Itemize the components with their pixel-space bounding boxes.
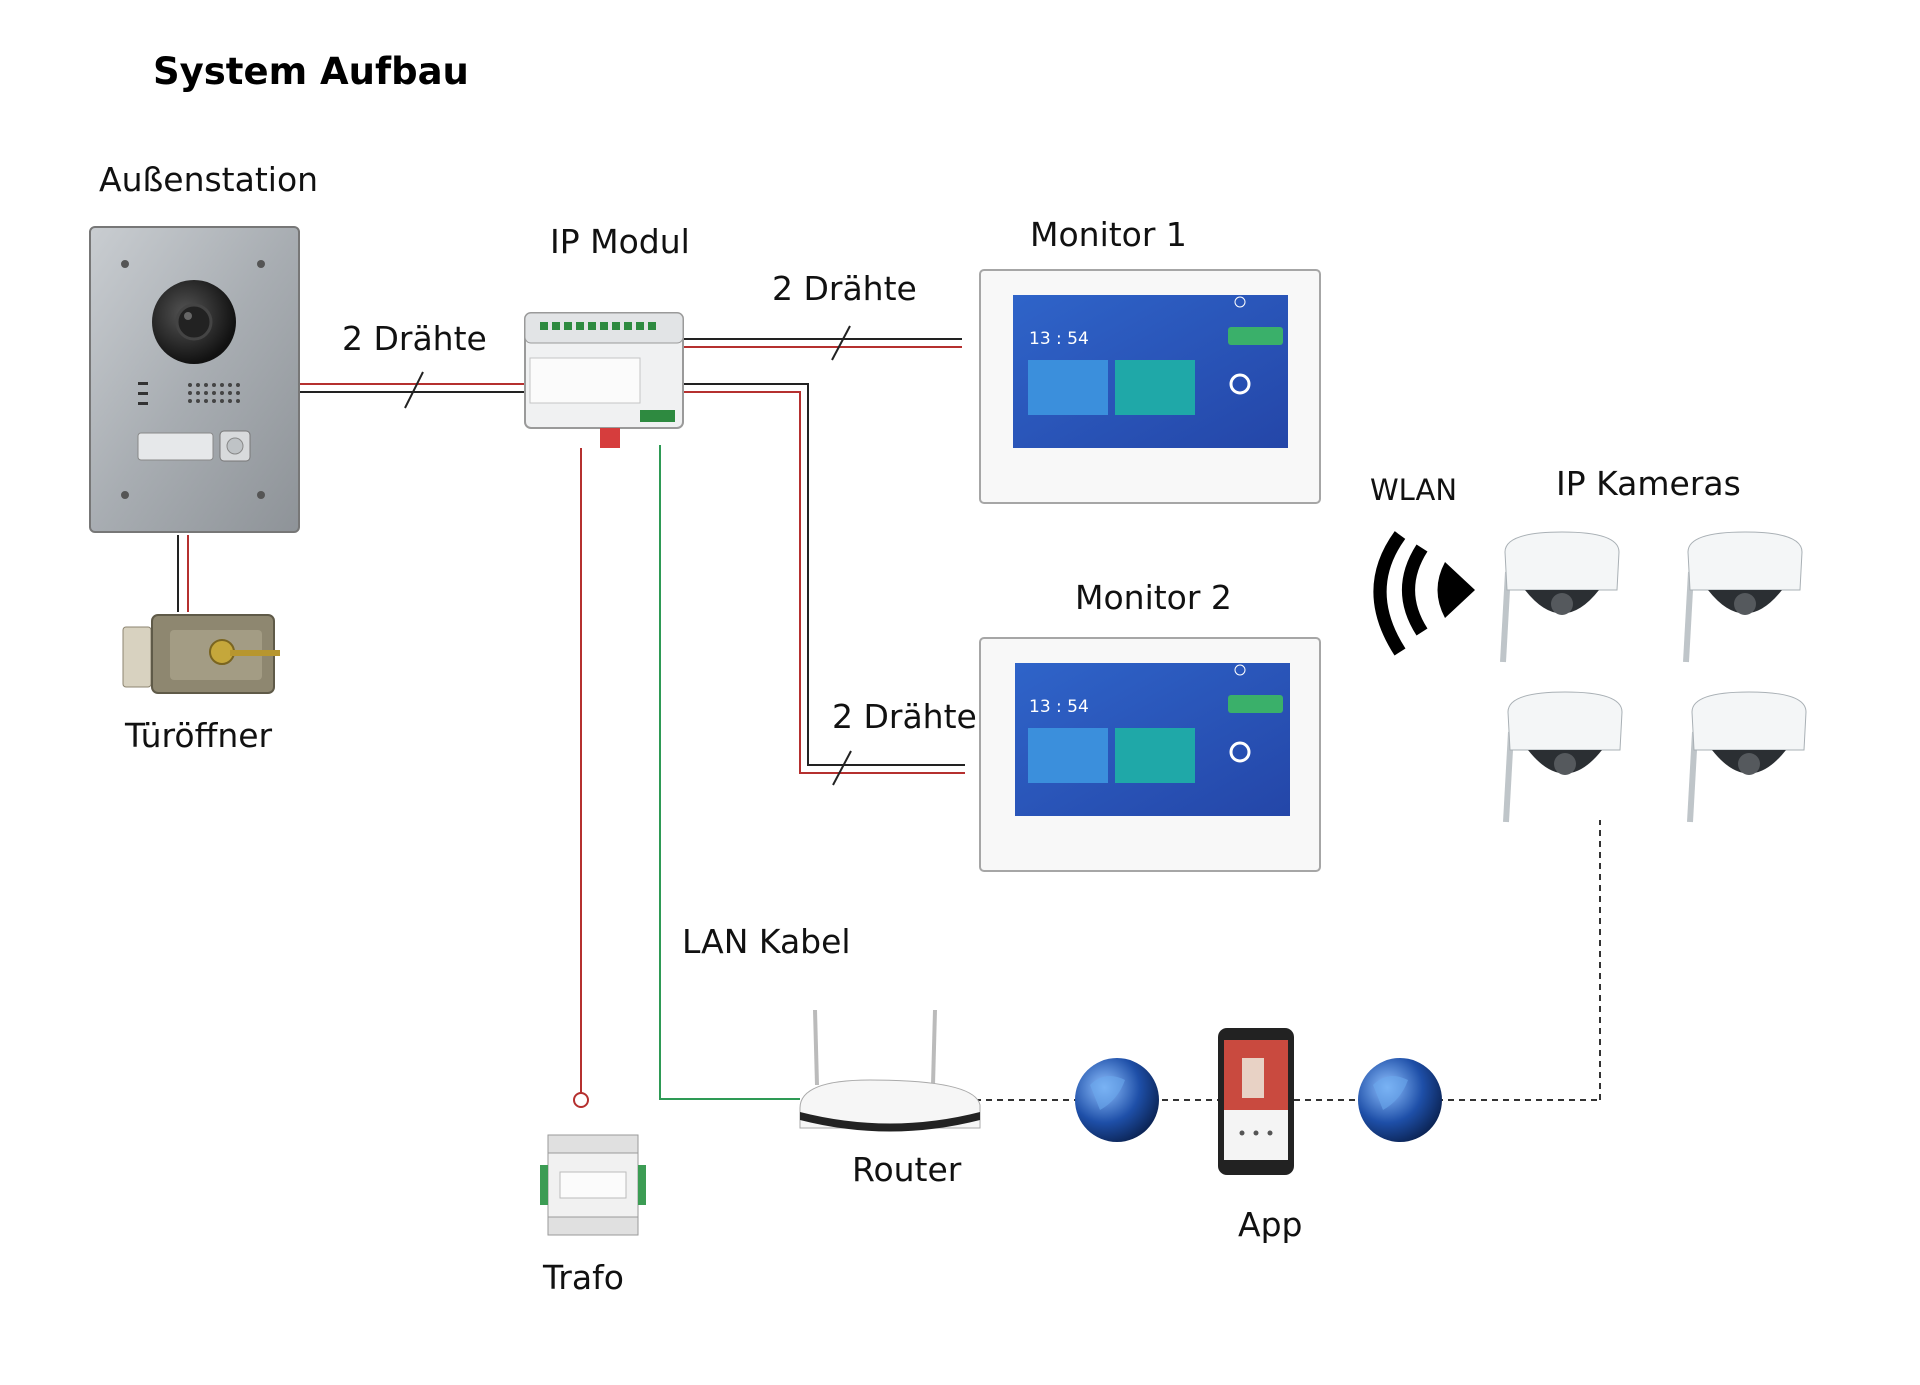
router-icon [799, 1009, 981, 1132]
page-title: System Aufbau [153, 50, 469, 93]
label-lan-kabel: LAN Kabel [682, 922, 851, 961]
wire-black [645, 383, 965, 766]
wire-slash [832, 750, 852, 786]
globe-icon [1358, 1058, 1442, 1142]
wire-slash [404, 371, 424, 409]
label-wires-monitor-2: 2 Drähte [832, 697, 977, 736]
label-wires-left: 2 Drähte [342, 319, 487, 358]
ip-module [524, 312, 684, 448]
wifi-icon [1373, 531, 1475, 656]
screw-icon [257, 491, 265, 499]
wire-red [645, 391, 965, 774]
label-app: App [1238, 1205, 1303, 1244]
label-router: Router [852, 1150, 962, 1189]
dome-camera-icon [1503, 691, 1623, 823]
label-trafo: Trafo [543, 1258, 624, 1297]
indoor-monitor-1: 13 : 54 [979, 269, 1321, 504]
gear-icon [1229, 741, 1251, 763]
gear-icon [1229, 373, 1251, 395]
screw-icon [121, 491, 129, 499]
wire-slash [831, 325, 851, 361]
monitor-clock: 13 : 54 [1029, 329, 1089, 349]
globe-icon [1075, 1058, 1159, 1142]
wire-terminal [573, 1092, 589, 1108]
dome-camera-icon [1687, 691, 1807, 823]
screw-icon [257, 260, 265, 268]
speaker-grille-icon [188, 383, 240, 403]
indoor-monitor-2: 13 : 54 [979, 637, 1321, 872]
screw-icon [121, 260, 129, 268]
label-wires-monitor-1: 2 Drähte [772, 269, 917, 308]
name-plate [137, 432, 214, 461]
label-wlan: WLAN [1370, 473, 1458, 507]
outdoor-station [89, 226, 300, 533]
dome-camera-icon [1683, 531, 1803, 663]
label-ip-modul: IP Modul [550, 222, 690, 261]
lan-cable [659, 445, 800, 1100]
label-monitor-2: Monitor 2 [1075, 578, 1232, 617]
dome-camera-icon [1500, 531, 1620, 663]
label-tueroeffner: Türöffner [125, 716, 273, 755]
monitor-clock: 13 : 54 [1029, 697, 1089, 717]
label-aussenstation: Außenstation [99, 160, 319, 199]
transformer-icon [540, 1134, 646, 1236]
label-ip-kameras: IP Kameras [1556, 464, 1741, 503]
smartphone-icon [1218, 1028, 1294, 1175]
label-monitor-1: Monitor 1 [1030, 215, 1187, 254]
door-lock-icon [122, 614, 280, 694]
